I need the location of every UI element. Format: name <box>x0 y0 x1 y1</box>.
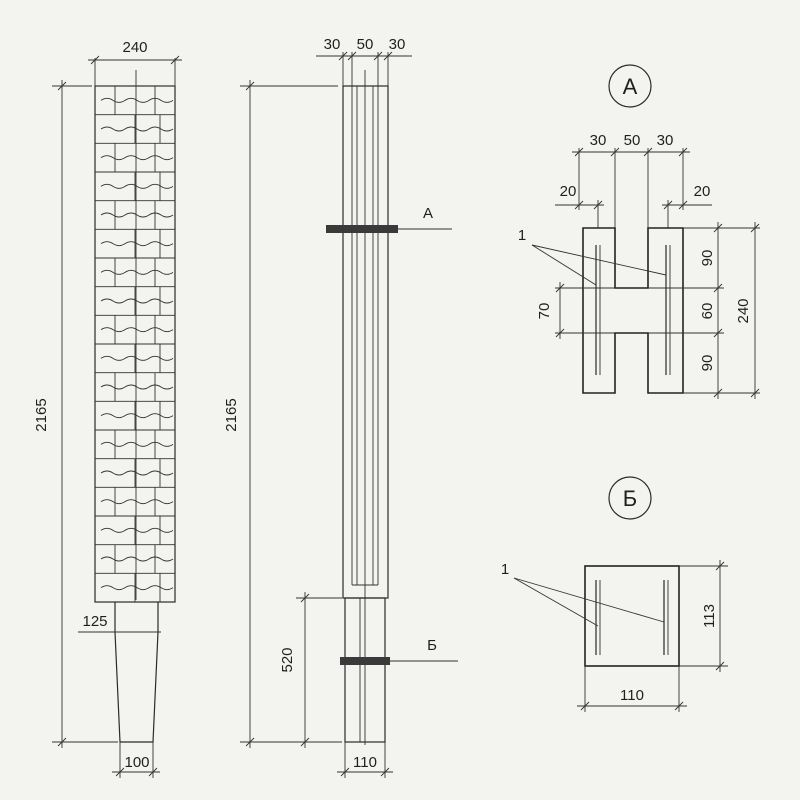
brick-texture <box>100 470 174 476</box>
dim-top-right: 30 <box>657 132 674 149</box>
dim-edge-right: 20 <box>694 183 711 200</box>
section-a-title-circle <box>608 64 652 108</box>
dim-top-right: 30 <box>389 36 406 53</box>
callout-1: 1 <box>501 561 509 578</box>
dim-neck: 125 <box>82 613 107 630</box>
brick-texture <box>100 183 174 189</box>
brick-texture <box>100 355 174 361</box>
brick-texture <box>100 327 174 333</box>
dim-web: 70 <box>536 303 553 320</box>
dim-right-top: 90 <box>699 250 716 267</box>
brick-texture <box>100 241 174 247</box>
dim-top-mid: 50 <box>624 132 641 149</box>
post-body <box>342 85 389 599</box>
dim-bottom-width: 110 <box>353 754 377 771</box>
dim-height: 113 <box>701 604 718 628</box>
section-a-title: А <box>623 74 638 99</box>
tapered-base <box>114 602 159 743</box>
dim-right-mid: 60 <box>699 303 716 320</box>
dim-top-left: 30 <box>590 132 607 149</box>
dim-top-left: 30 <box>324 36 341 53</box>
h-profile <box>582 227 684 394</box>
brick-texture <box>100 585 174 591</box>
dim-width: 110 <box>620 687 644 704</box>
brick-texture <box>100 212 174 218</box>
section-b-mark: Б <box>427 637 437 654</box>
brick-texture <box>100 384 174 390</box>
section-a-band <box>326 225 398 233</box>
section-b-title-circle <box>608 476 652 520</box>
dim-bottom-width: 100 <box>124 754 149 771</box>
brick-texture <box>100 126 174 132</box>
dim-right-bot: 90 <box>699 355 716 372</box>
section-a-mark: А <box>423 205 433 222</box>
dim-edge-left: 20 <box>560 183 577 200</box>
brick-texture <box>100 97 174 103</box>
brick-texture <box>100 441 174 447</box>
middle-view: А Б 30 50 30 2165 520 1 <box>223 36 458 778</box>
post-stem <box>344 597 386 743</box>
brick-texture <box>100 298 174 304</box>
square-profile <box>584 565 680 667</box>
dim-height: 2165 <box>223 398 240 431</box>
dim-height: 2165 <box>33 398 50 431</box>
dim-lower: 520 <box>279 647 296 672</box>
section-a: А 1 30 50 30 20 20 <box>518 64 760 399</box>
brick-texture <box>100 527 174 533</box>
section-b-title: Б <box>623 486 637 511</box>
left-view: 240 2165 125 100 <box>33 39 182 778</box>
brick-pattern <box>95 85 175 602</box>
callout-1: 1 <box>518 227 526 244</box>
section-b-band <box>340 657 390 665</box>
dim-top-mid: 50 <box>357 36 374 53</box>
dim-total: 240 <box>735 298 752 323</box>
brick-texture <box>100 413 174 419</box>
section-b: Б 1 113 110 <box>501 476 728 712</box>
dim-top-width: 240 <box>122 39 147 56</box>
brick-texture <box>100 499 174 505</box>
brick-texture <box>100 155 174 161</box>
brick-texture <box>100 556 174 562</box>
brick-texture <box>100 269 174 275</box>
